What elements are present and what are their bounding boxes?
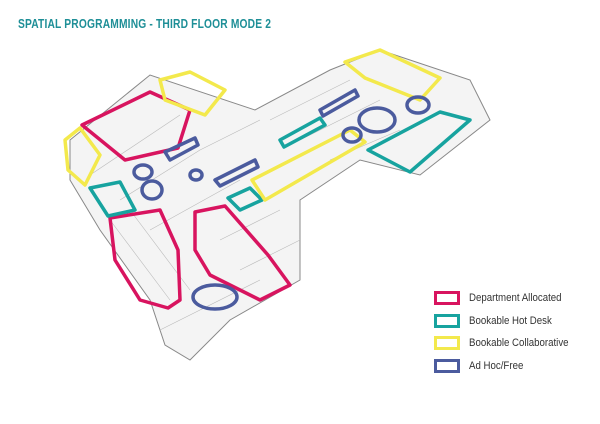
zone-hot-desk bbox=[226, 186, 264, 212]
zone-collaborative bbox=[250, 128, 367, 202]
zone-ad-hoc bbox=[405, 95, 431, 115]
page-title: SPATIAL PROGRAMMING - THIRD FLOOR MODE 2 bbox=[18, 17, 272, 31]
zone-hot-desk bbox=[278, 116, 327, 149]
zone-collaborative bbox=[343, 48, 442, 102]
legend-label: Ad Hoc/Free bbox=[469, 359, 524, 372]
legend: Department Allocated Bookable Hot Desk B… bbox=[434, 287, 582, 377]
bookable-collaborative-swatch bbox=[434, 336, 460, 351]
zone-department-allocated bbox=[80, 90, 192, 162]
zone-hot-desk bbox=[366, 110, 472, 174]
zone-ad-hoc bbox=[132, 163, 154, 181]
legend-label: Bookable Hot Desk bbox=[469, 314, 552, 327]
zone-ad-hoc bbox=[163, 136, 200, 162]
zone-ad-hoc bbox=[140, 179, 164, 201]
legend-label: Department Allocated bbox=[469, 292, 562, 305]
legend-label: Bookable Collaborative bbox=[469, 337, 569, 350]
zone-ad-hoc bbox=[191, 283, 239, 311]
legend-item-bookable-collaborative: Bookable Collaborative bbox=[434, 332, 582, 355]
zone-ad-hoc bbox=[341, 126, 363, 144]
department-allocated-swatch bbox=[434, 291, 460, 306]
zone-department-allocated bbox=[193, 204, 292, 302]
legend-item-department-allocated: Department Allocated bbox=[434, 287, 582, 310]
zone-ad-hoc bbox=[188, 168, 204, 182]
zone-collaborative bbox=[158, 70, 227, 117]
zone-hot-desk bbox=[88, 180, 137, 218]
ad-hoc-free-swatch bbox=[434, 358, 460, 373]
legend-item-bookable-hot-desk: Bookable Hot Desk bbox=[434, 310, 582, 333]
zone-ad-hoc bbox=[213, 158, 260, 188]
bookable-hot-desk-swatch bbox=[434, 313, 460, 328]
zone-ad-hoc bbox=[318, 88, 360, 118]
zone-collaborative bbox=[63, 126, 102, 187]
zone-department-allocated bbox=[108, 208, 182, 310]
legend-item-ad-hoc-free: Ad Hoc/Free bbox=[434, 355, 582, 378]
building-outline bbox=[69, 49, 491, 361]
zone-ad-hoc bbox=[357, 106, 397, 134]
